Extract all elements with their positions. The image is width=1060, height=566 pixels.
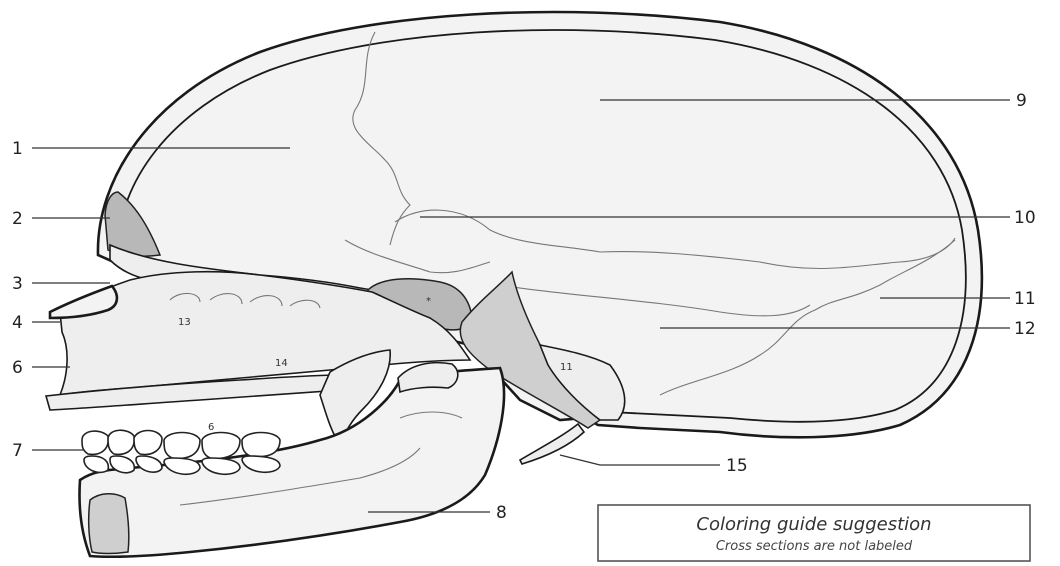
sphenoid-sinus-label: * bbox=[426, 296, 431, 307]
inner-label-13: 13 bbox=[178, 317, 191, 328]
label-12: 12 bbox=[1014, 319, 1036, 339]
upper-teeth bbox=[82, 430, 280, 458]
label-1: 1 bbox=[12, 139, 23, 159]
mandible-chin-section bbox=[89, 494, 129, 554]
inner-label-11-inner: 11 bbox=[560, 362, 573, 373]
label-3: 3 bbox=[12, 274, 23, 294]
label-4: 4 bbox=[12, 313, 23, 333]
label-7: 7 bbox=[12, 441, 23, 461]
label-10: 10 bbox=[1014, 208, 1036, 228]
inner-label-6: 6 bbox=[208, 422, 214, 433]
label-9: 9 bbox=[1016, 91, 1027, 111]
coloring-guide-subtitle: Cross sections are not labeled bbox=[716, 539, 913, 554]
coloring-guide-box: Coloring guide suggestion Cross sections… bbox=[598, 505, 1030, 561]
label-2: 2 bbox=[12, 209, 23, 229]
leader-15 bbox=[560, 455, 600, 465]
label-15: 15 bbox=[726, 456, 748, 476]
label-8: 8 bbox=[496, 503, 507, 523]
inner-label-14: 14 bbox=[275, 358, 288, 369]
label-11: 11 bbox=[1014, 289, 1036, 309]
label-6: 6 bbox=[12, 358, 23, 378]
mandibular-condyle bbox=[398, 363, 458, 392]
coloring-guide-title: Coloring guide suggestion bbox=[696, 514, 931, 535]
